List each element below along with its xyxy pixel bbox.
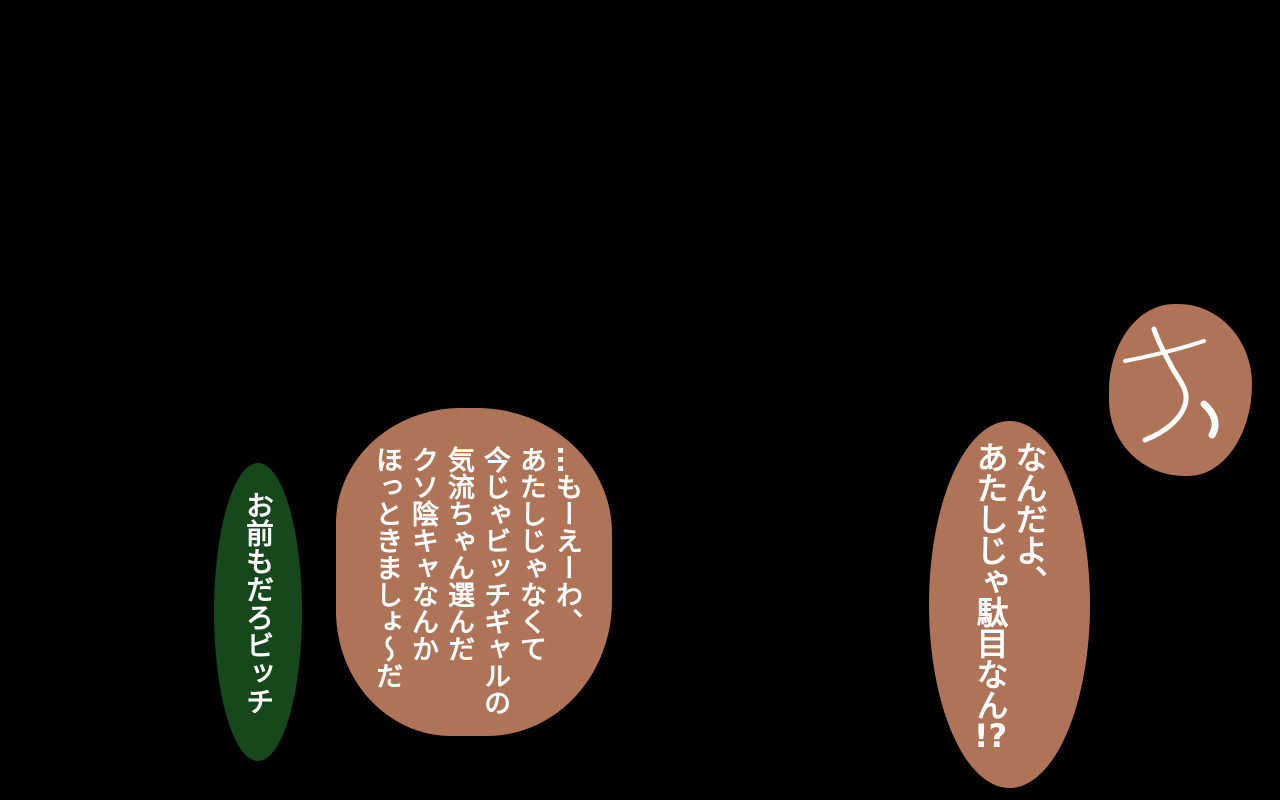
speech-bubble-green: お前もだろビッチ [214,463,302,761]
vertical-dialogue: …もーえーわ、 あたしじゃなくて 今じゃビッチギャルの 気流ちゃん選んだ クソ陰… [368,446,584,726]
dialogue-line: ほっときましょ～だ [371,446,402,689]
chi-main-stroke [1142,326,1189,443]
sfx-bubble-tsk: ち、 [1109,304,1252,476]
speech-bubble-right: なんだよ、 あたしじゃ駄目なん!? [929,421,1090,788]
speech-bubble-main: …もーえーわ、 あたしじゃなくて 今じゃビッチギャルの 気流ちゃん選んだ クソ陰… [336,408,612,736]
chi-handwritten-glyph [1123,326,1219,443]
vertical-dialogue: お前もだろビッチ [238,463,278,761]
exclamation-question-mark: !? [973,720,1008,752]
dialogue-line: なんだよ、 [1010,441,1049,596]
dialogue-line: あたしじゃ駄目なん!? [971,441,1010,788]
dialogue-line: お前もだろビッチ [242,491,275,715]
vertical-dialogue: なんだよ、 あたしじゃ駄目なん!? [971,421,1049,788]
dialogue-line: あたしじゃなくて [515,446,546,662]
dialogue-line: 気流ちゃん選んだ [443,446,474,662]
dialogue-line: クソ陰キャなんか [407,446,438,662]
dialogue-line-text: あたしじゃ駄目なん [971,441,1010,720]
comma-stroke [1200,400,1219,439]
dialogue-line: …もーえーわ、 [551,446,582,635]
dialogue-line: 今じゃビッチギャルの [479,446,510,716]
